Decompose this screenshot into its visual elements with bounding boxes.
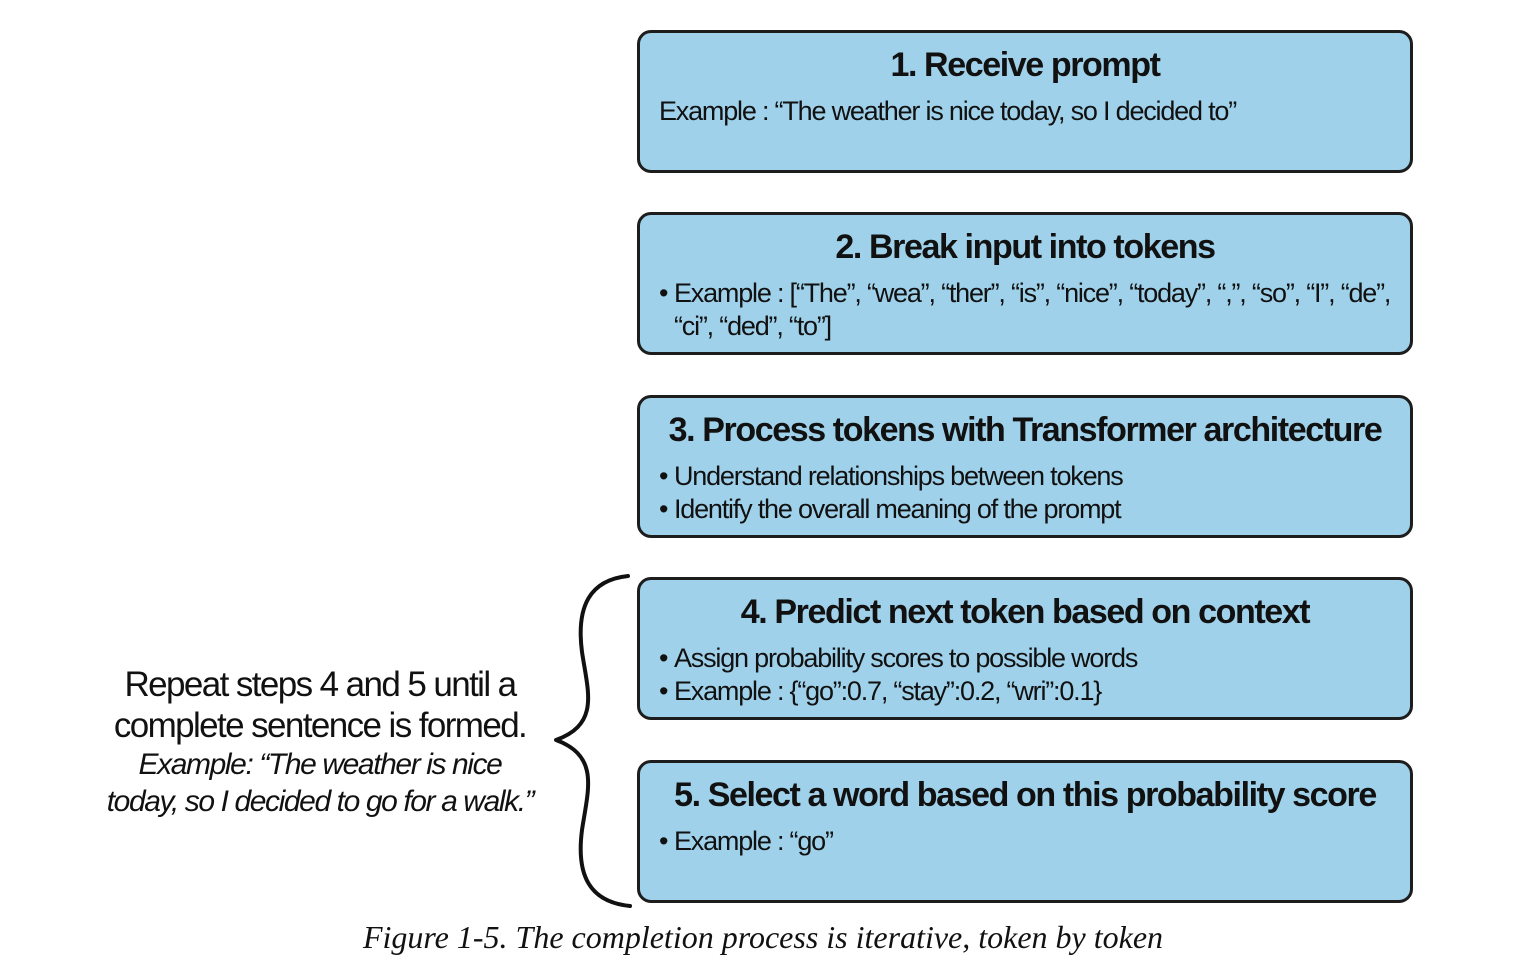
- repeat-note-example-line-1: Example: “The weather is nice: [138, 748, 503, 781]
- step-5-box: 5. Select a word based on this probabili…: [637, 760, 1413, 903]
- bullet-icon: •: [659, 676, 669, 706]
- step-3-bullet-2: • Identify the overall meaning of the pr…: [659, 493, 1396, 526]
- step-5-bullet-1: • Example : “go”: [659, 825, 1396, 858]
- step-4-bullet-1-text: Assign probability scores to possible wo…: [674, 643, 1138, 673]
- bullet-icon: •: [659, 461, 669, 491]
- step-5-bullet-list: • Example : “go”: [659, 825, 1396, 858]
- step-2-body: • Example : [“The”, “wea”, “ther”, “is”,…: [659, 277, 1396, 343]
- repeat-note-line-1: Repeat steps 4 and 5 until a: [124, 665, 517, 704]
- step-3-box: 3. Process tokens with Transformer archi…: [637, 395, 1413, 538]
- step-2-bullet-1: • Example : [“The”, “wea”, “ther”, “is”,…: [659, 277, 1396, 343]
- step-5-title: 5. Select a word based on this probabili…: [674, 776, 1377, 814]
- step-4-body: • Assign probability scores to possible …: [659, 642, 1396, 708]
- repeat-note-example-line-2: today, so I decided to go for a walk.”: [106, 785, 535, 818]
- step-2-bullet-1-text: Example : [“The”, “wea”, “ther”, “is”, “…: [674, 278, 1391, 341]
- step-4-bullet-2: • Example : {“go”:0.7, “stay”:0.2, “wri”…: [659, 675, 1396, 708]
- bullet-icon: •: [659, 278, 669, 308]
- step-2-title: 2. Break input into tokens: [835, 228, 1216, 266]
- step-3-body: • Understand relationships between token…: [659, 460, 1396, 526]
- step-4-bullet-list: • Assign probability scores to possible …: [659, 642, 1396, 708]
- step-5-bullet-1-text: Example : “go”: [674, 826, 834, 856]
- repeat-note-line-2: complete sentence is formed.: [113, 706, 528, 745]
- repeat-note: Repeat steps 4 and 5 until a complete se…: [60, 664, 580, 820]
- step-3-title: 3. Process tokens with Transformer archi…: [668, 411, 1383, 449]
- step-1-example: Example : “The weather is nice today, so…: [659, 96, 1237, 126]
- figure-caption: Figure 1-5. The completion process is it…: [362, 919, 1164, 955]
- step-2-bullet-list: • Example : [“The”, “wea”, “ther”, “is”,…: [659, 277, 1396, 343]
- step-3-bullet-list: • Understand relationships between token…: [659, 460, 1396, 526]
- step-4-bullet-1: • Assign probability scores to possible …: [659, 642, 1396, 675]
- curly-brace-icon: [554, 574, 632, 908]
- bullet-icon: •: [659, 826, 669, 856]
- step-4-title: 4. Predict next token based on context: [740, 593, 1311, 631]
- step-3-bullet-1-text: Understand relationships between tokens: [674, 461, 1124, 491]
- bullet-icon: •: [659, 494, 669, 524]
- step-3-bullet-2-text: Identify the overall meaning of the prom…: [674, 494, 1122, 524]
- step-1-box: 1. Receive prompt Example : “The weather…: [637, 30, 1413, 173]
- bullet-icon: •: [659, 643, 669, 673]
- step-4-box: 4. Predict next token based on context •…: [637, 577, 1413, 720]
- step-1-body: Example : “The weather is nice today, so…: [659, 95, 1396, 128]
- step-4-bullet-2-text: Example : {“go”:0.7, “stay”:0.2, “wri”:0…: [674, 676, 1102, 706]
- step-1-title: 1. Receive prompt: [890, 46, 1160, 84]
- step-3-bullet-1: • Understand relationships between token…: [659, 460, 1396, 493]
- step-5-body: • Example : “go”: [659, 825, 1396, 858]
- step-2-box: 2. Break input into tokens • Example : […: [637, 212, 1413, 355]
